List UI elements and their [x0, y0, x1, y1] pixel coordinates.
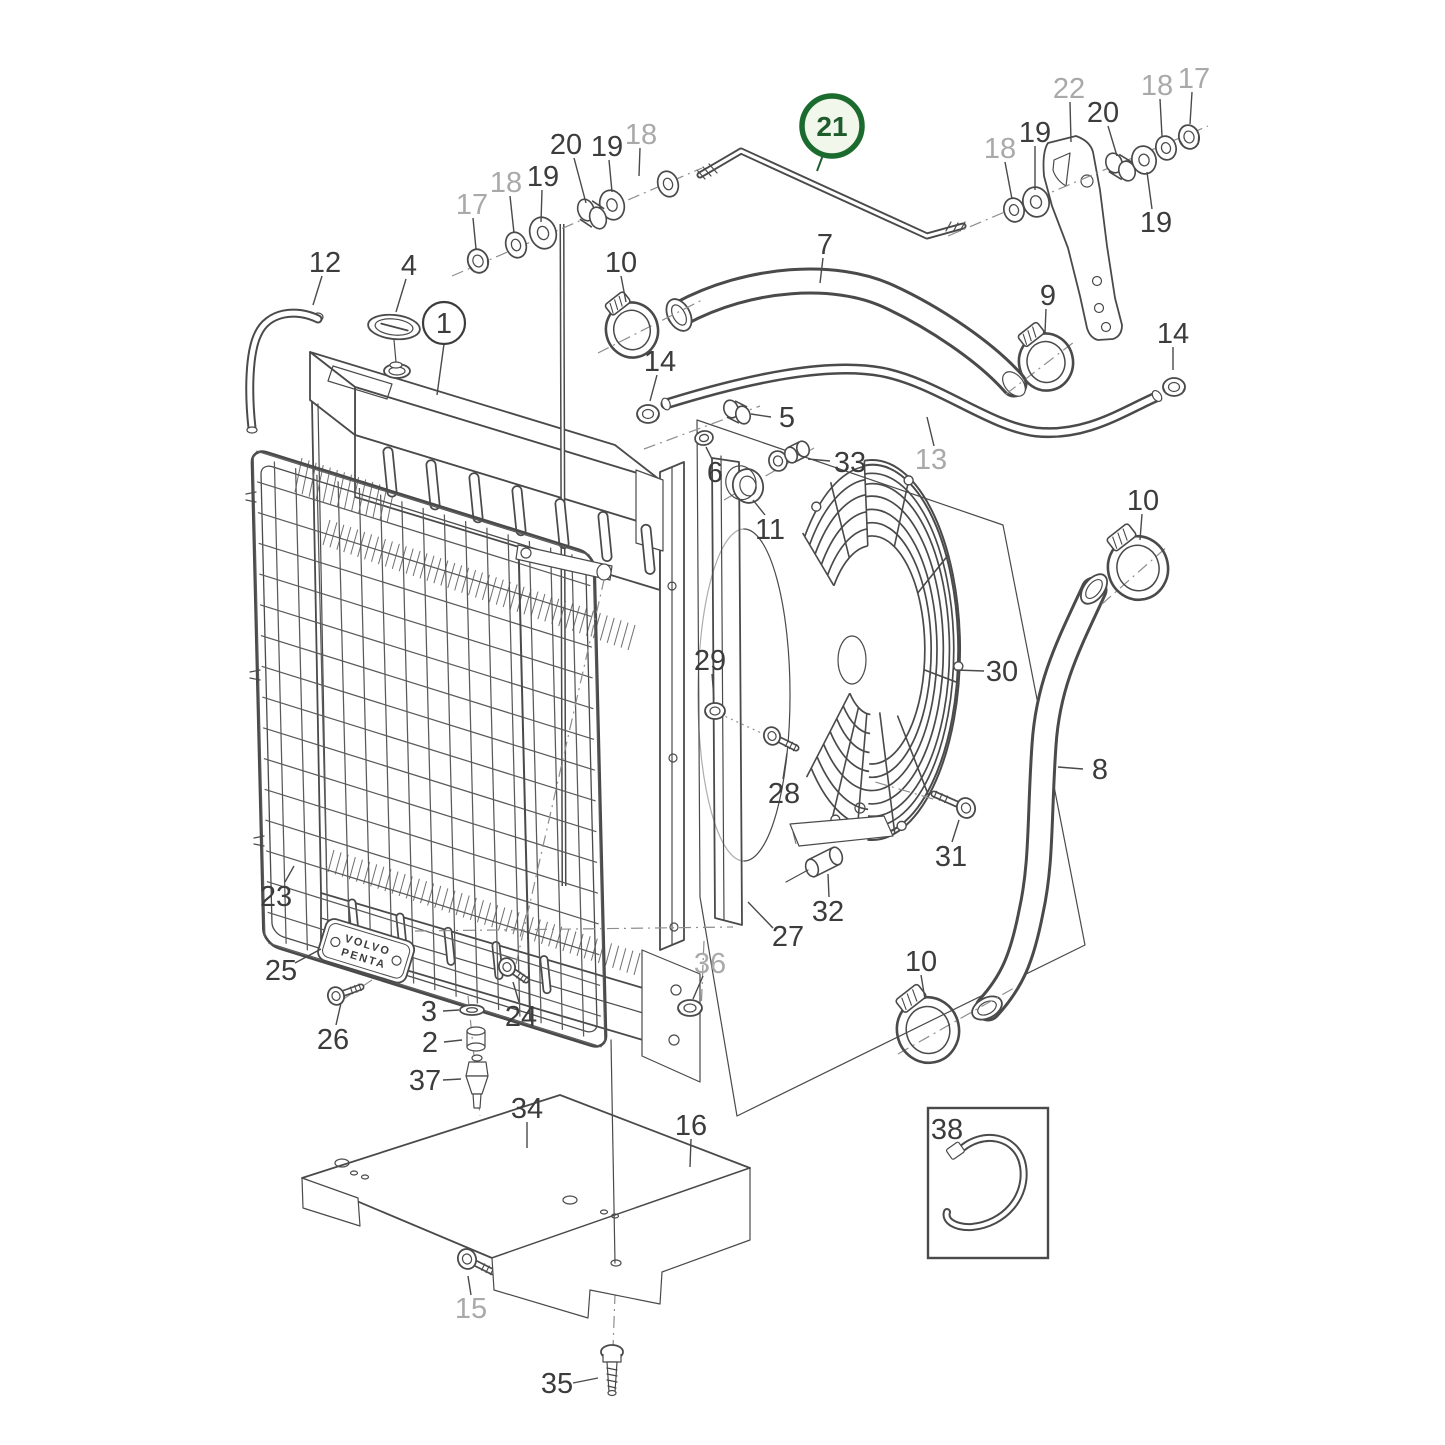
part-label-34: 34 [511, 1093, 543, 1125]
part-label-18: 18 [625, 119, 657, 151]
part-label-19: 19 [1019, 117, 1051, 149]
part-label-31: 31 [935, 841, 967, 873]
assembly-callout-1: 1 [421, 300, 467, 396]
part-label-19: 19 [527, 161, 559, 193]
part-label-15: 15 [455, 1293, 487, 1325]
coolant-return-hose [660, 363, 1163, 439]
part-label-30: 30 [986, 656, 1018, 688]
grommet-11 [725, 465, 765, 504]
part-label-24: 24 [505, 1001, 537, 1033]
part-label-17: 17 [1178, 63, 1210, 95]
highlighted-callout-text: 21 [816, 111, 847, 142]
part-label-23: 23 [260, 881, 292, 913]
fan-shroud-channel [697, 455, 791, 926]
part-label-4: 4 [401, 250, 417, 282]
bolt-35 [600, 1344, 624, 1397]
part-label-26: 26 [317, 1024, 349, 1056]
highlighted-callout-21: 21 [799, 93, 865, 172]
part-label-11: 11 [755, 514, 785, 546]
upper-radiator-hose [665, 267, 1028, 398]
part-label-28: 28 [768, 778, 800, 810]
coolant-pipe [696, 147, 967, 240]
part-label-18: 18 [984, 133, 1016, 165]
part-label-32: 32 [812, 896, 844, 928]
part-label-35: 35 [541, 1368, 573, 1400]
part-label-12: 12 [309, 247, 341, 279]
part-label-14: 14 [644, 346, 676, 378]
part-label-18: 18 [490, 167, 522, 199]
part-label-18: 18 [1141, 70, 1173, 102]
part-label-22: 22 [1053, 73, 1085, 105]
brand-plate: VOLVO PENTA [317, 918, 416, 984]
part-label-10: 10 [1127, 485, 1159, 517]
part-label-14: 14 [1157, 318, 1189, 350]
spacer-32 [785, 869, 809, 883]
part-label-36: 36 [694, 948, 726, 980]
inset-box: 38 [926, 1106, 1050, 1260]
inset-box-label: 38 [931, 1114, 963, 1146]
part-label-33: 33 [834, 447, 866, 479]
fan-guard-foot [789, 635, 894, 847]
lower-radiator-hose [971, 573, 1109, 1022]
part-label-5: 5 [779, 402, 795, 434]
part-label-29: 29 [694, 645, 726, 677]
part-label-3: 3 [421, 996, 437, 1028]
support-bracket-34 [301, 1039, 751, 1319]
part-label-10: 10 [905, 946, 937, 978]
drain-valve-37 [465, 1054, 489, 1109]
part-label-17: 17 [456, 189, 488, 221]
fan-shroud-backing-panel [696, 419, 1086, 1117]
part-label-25: 25 [265, 955, 297, 987]
part-label-2: 2 [422, 1027, 438, 1059]
part-label-16: 16 [675, 1110, 707, 1142]
part-label-6: 6 [707, 457, 723, 489]
part-label-27: 27 [772, 921, 804, 953]
part-label-13: 13 [915, 444, 947, 476]
part-label-19: 19 [1140, 207, 1172, 239]
fan-guard [801, 459, 964, 841]
part-label-19: 19 [591, 131, 623, 163]
part-label-37: 37 [409, 1065, 441, 1097]
part-label-10: 10 [605, 247, 637, 279]
cable-tie [942, 1134, 1028, 1232]
part-label-8: 8 [1092, 754, 1108, 786]
part-label-7: 7 [817, 229, 833, 261]
part-label-20: 20 [550, 129, 582, 161]
drain-fitting-2 [466, 1026, 486, 1052]
part-label-9: 9 [1040, 280, 1056, 312]
part-label-20: 20 [1087, 97, 1119, 129]
assembly-callout-text: 1 [436, 308, 452, 340]
